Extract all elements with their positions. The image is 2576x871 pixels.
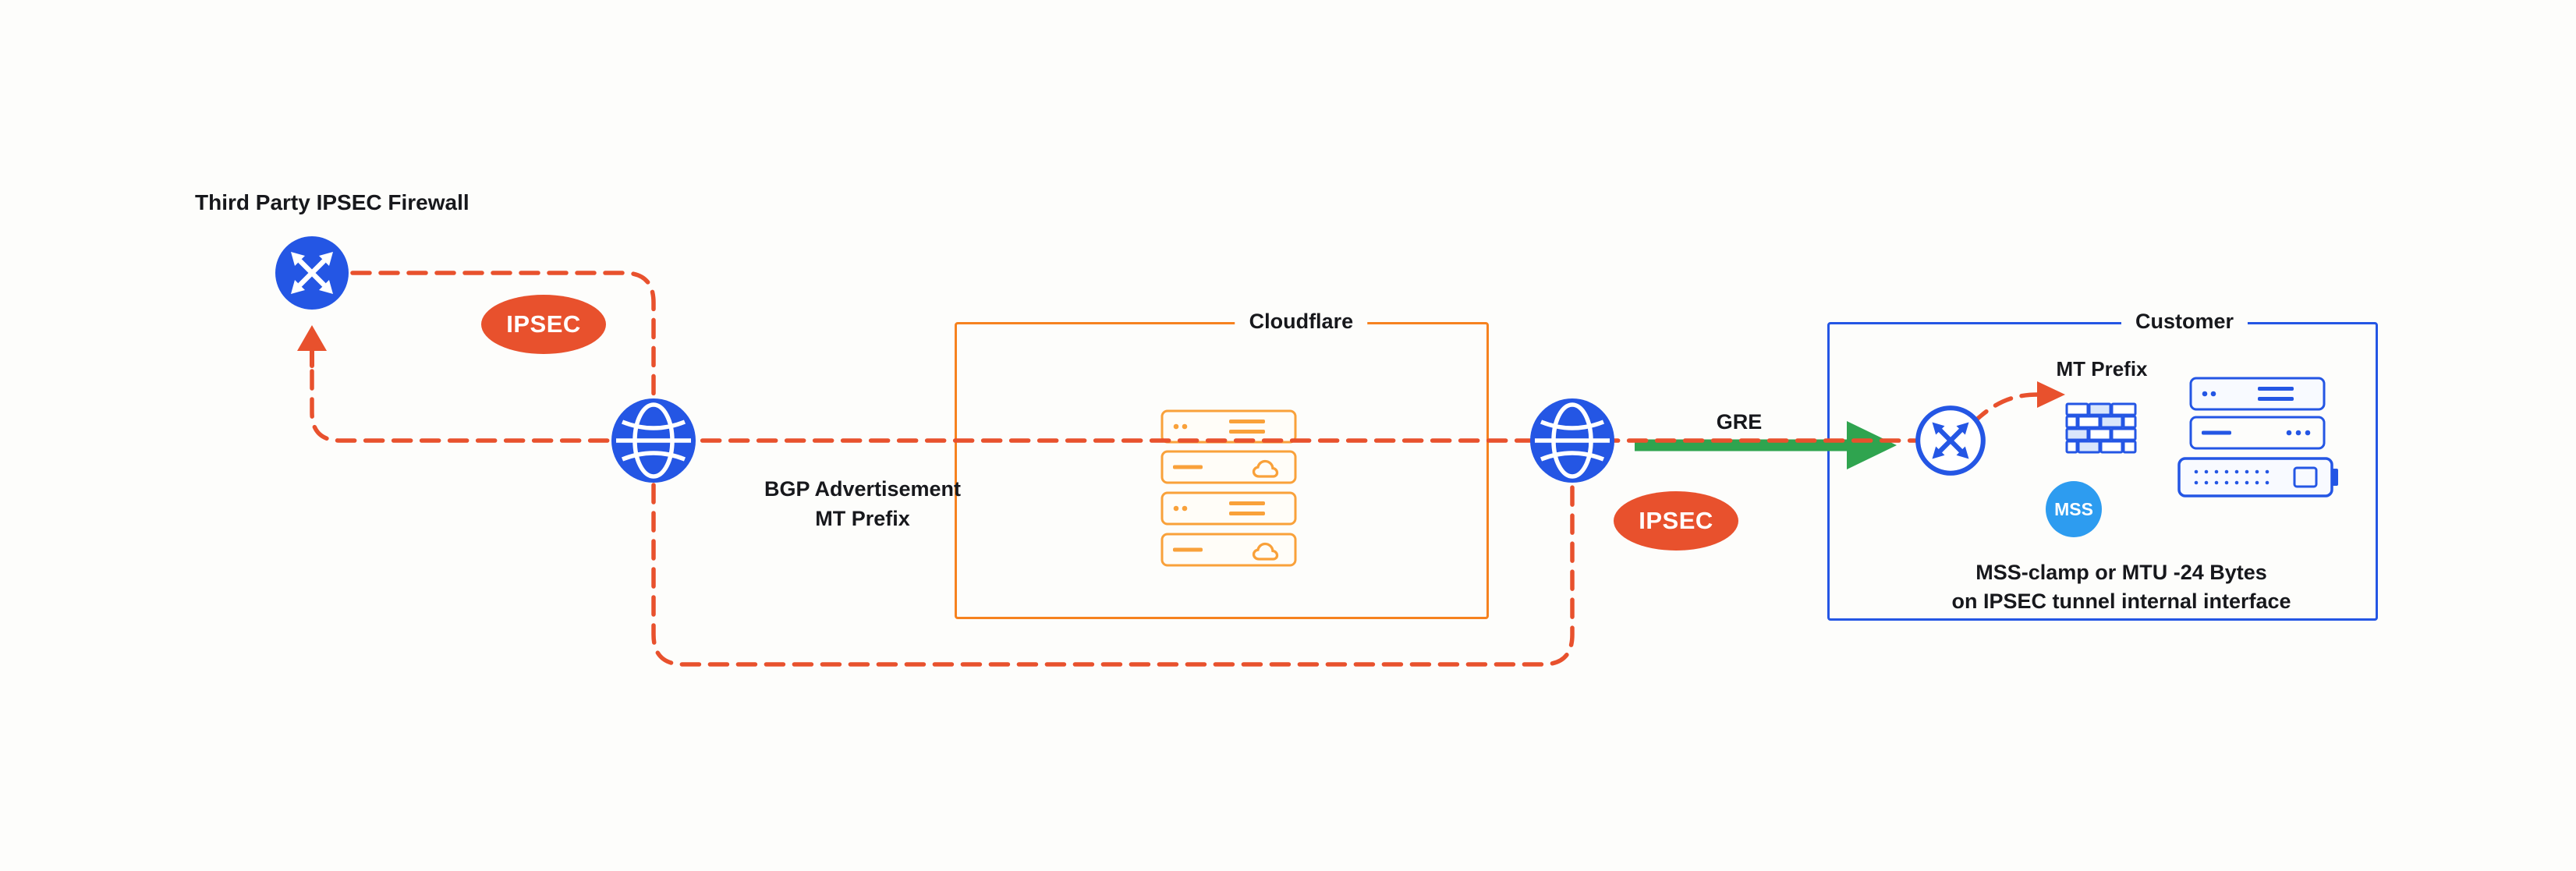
router-arrows <box>1937 427 1964 454</box>
globe-grid <box>1535 402 1610 479</box>
customer-server-1-icon <box>2189 377 2326 411</box>
customer-box-label: Customer <box>2121 310 2248 334</box>
mss-clamp-note-line1: MSS-clamp or MTU -24 Bytes <box>1975 561 2267 584</box>
customer-server-2-icon <box>2189 416 2326 450</box>
cloudflare-server-1-icon <box>1160 409 1297 444</box>
cloudflare-box-label: Cloudflare <box>1235 310 1368 334</box>
mss-clamp-note: MSS-clamp or MTU -24 Bytes on IPSEC tunn… <box>1872 558 2371 616</box>
globe-grid <box>616 402 691 479</box>
bgp-note-line1: BGP Advertisement <box>764 477 962 501</box>
cloudflare-server-2-icon <box>1160 450 1297 484</box>
cloudflare-server-3-icon <box>1160 491 1297 526</box>
cloud-icon <box>1252 459 1279 478</box>
mss-badge: MSS <box>2046 481 2102 537</box>
cloudflare-server-4-icon <box>1160 533 1297 567</box>
internet-globe-left-icon <box>611 398 696 483</box>
gre-label: GRE <box>1716 410 1763 434</box>
customer-server-wide-icon <box>2177 457 2338 497</box>
server-vent-dots <box>2194 469 2270 485</box>
ipsec-badge-right: IPSEC <box>1614 491 1738 551</box>
customer-router-icon <box>1915 405 1986 476</box>
server-detail-bar <box>1173 547 1203 552</box>
firewall-bricks <box>2065 402 2137 454</box>
ipsec-badge-left: IPSEC <box>481 295 606 354</box>
customer-box: Customer <box>1827 310 2378 621</box>
mss-clamp-note-line2: on IPSEC tunnel internal interface <box>1951 590 2291 613</box>
up-arrow-icon <box>297 325 327 368</box>
mt-prefix-label: MT Prefix <box>2056 357 2148 381</box>
server-detail-dots <box>2202 387 2294 401</box>
router-arrowheads <box>291 252 333 294</box>
router-arrowheads <box>1932 422 1969 459</box>
router-arrows <box>297 258 327 288</box>
server-detail-bar <box>2202 430 2311 436</box>
internet-globe-right-icon <box>1530 398 1614 483</box>
server-panel <box>2293 466 2318 488</box>
bgp-advertisement-note: BGP Advertisement MT Prefix <box>724 474 1001 533</box>
third-party-firewall-label: Third Party IPSEC Firewall <box>195 190 469 214</box>
bgp-note-line2: MT Prefix <box>815 507 910 530</box>
server-detail-bar <box>1173 465 1203 469</box>
firewall-icon <box>2065 402 2137 454</box>
third-party-router-icon <box>275 236 349 310</box>
